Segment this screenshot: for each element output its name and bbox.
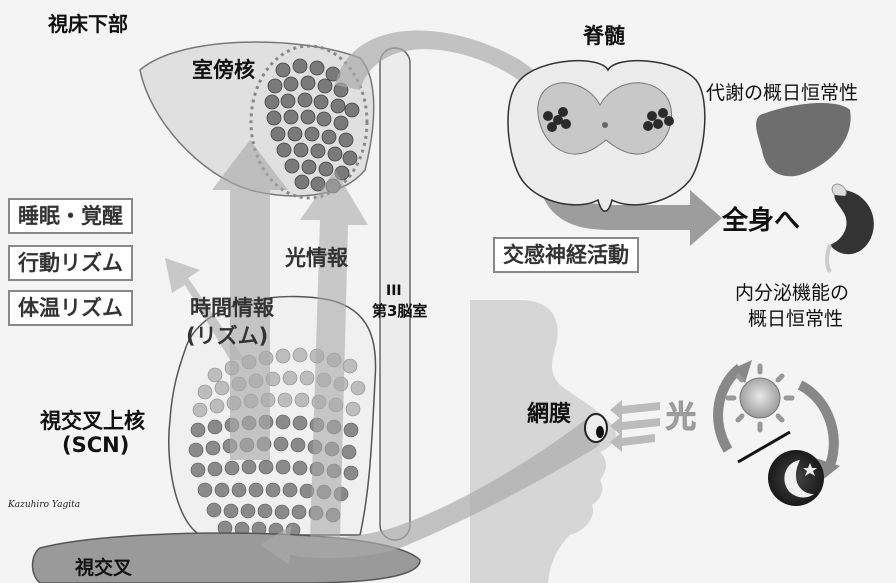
liver-icon <box>756 103 851 176</box>
time-info-label-line1: 時間情報 <box>190 292 274 322</box>
retina-label: 網膜 <box>527 396 571 428</box>
day-night-cycle <box>718 360 840 506</box>
scn-label-line1: 視交叉上核 <box>40 405 145 435</box>
hypothalamus-label: 視床下部 <box>48 8 128 37</box>
signature: Kazuhiro Yagita <box>8 500 80 510</box>
sympathetic-activity-box: 交感神経活動 <box>493 237 639 273</box>
metabolic-rhythm-label: 代謝の概日恒常性 <box>706 78 858 105</box>
eye <box>585 414 607 442</box>
sun-icon <box>728 366 792 430</box>
behavior-rhythm-box: 行動リズム <box>8 245 133 281</box>
light-info-label: 光情報 <box>285 242 348 272</box>
time-info-label-line2: (リズム) <box>186 320 268 350</box>
body-temp-rhythm-box: 体温リズム <box>8 290 133 326</box>
third-ventricle-label: 第3脳室 <box>372 300 427 321</box>
endocrine-label-line1: 内分泌機能の <box>735 278 849 305</box>
spinal-cord <box>508 61 705 212</box>
kidney-vessel <box>832 184 846 196</box>
whole-body-label: 全身へ <box>722 200 800 237</box>
endocrine-label-line2: 概日恒常性 <box>748 304 843 331</box>
light-label: 光 <box>666 392 696 436</box>
optic-chiasm-label: 視交叉 <box>75 553 132 580</box>
kidney-icon <box>830 190 874 254</box>
sleep-wake-box: 睡眠・覚醒 <box>8 198 133 234</box>
pvn-label: 室傍核 <box>192 54 255 84</box>
third-ventricle-mark: III <box>386 283 402 299</box>
scn-label-line2: (SCN) <box>62 433 129 457</box>
light-rays <box>610 400 660 452</box>
spinal-cord-label: 脊髄 <box>583 20 625 50</box>
moon-icon <box>768 450 824 506</box>
